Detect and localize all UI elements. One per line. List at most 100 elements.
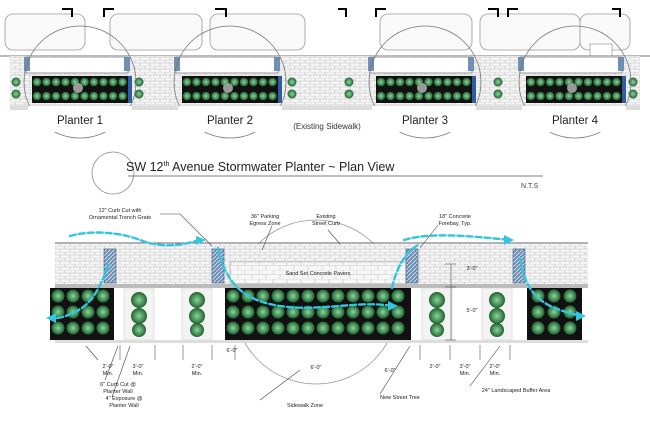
plant-icon — [386, 77, 395, 87]
plant-icon — [395, 91, 405, 101]
plant-icon — [433, 91, 443, 101]
plant-icon — [564, 91, 574, 101]
plant-icon — [545, 77, 555, 87]
plant-icon — [258, 77, 268, 87]
plant-icon — [346, 305, 360, 319]
plant-icon — [531, 305, 545, 319]
plant-icon — [230, 91, 239, 101]
plant-icon — [192, 77, 201, 87]
plant-icon — [433, 77, 443, 87]
plant-icon — [66, 321, 80, 335]
plant-icon — [424, 91, 433, 101]
plant-icon — [628, 89, 638, 99]
plant-icon — [376, 305, 390, 319]
plant-icon — [361, 321, 375, 335]
dimension-lines — [119, 263, 511, 360]
plant-icon — [256, 321, 270, 335]
plant-icon — [51, 321, 65, 335]
drain-icon — [417, 83, 427, 93]
dim-min-b: Min. — [133, 371, 144, 377]
plant-icon — [256, 289, 270, 303]
plant-icon — [316, 305, 330, 319]
plant-icon — [612, 77, 621, 87]
plant-icon — [11, 89, 21, 99]
plant-icon — [271, 321, 285, 335]
plant-icon — [286, 305, 300, 319]
plant-icon — [574, 91, 583, 101]
plant-icon — [131, 292, 147, 308]
plant-icon — [182, 91, 192, 101]
plant-icon — [96, 305, 110, 319]
plant-icon — [555, 77, 564, 87]
planter-3-label: Planter 3 — [402, 115, 448, 127]
dim-3-0-b: 3'-0" — [460, 364, 471, 370]
plant-icon — [51, 289, 65, 303]
plant-icon — [134, 89, 144, 99]
plant-icon — [452, 77, 462, 87]
plant-icon — [361, 305, 375, 319]
plant-icon — [547, 321, 561, 335]
plant-icon — [256, 305, 270, 319]
trench-grate-1 — [103, 248, 117, 284]
plant-icon — [547, 289, 561, 303]
plant-icon — [628, 77, 638, 87]
plant-icon — [429, 308, 445, 324]
plant-icon — [602, 91, 612, 101]
key-plan: Planter 1 Planter 2 Planter 3 Planter 4 … — [0, 8, 650, 139]
buffer-plants — [131, 292, 505, 337]
plant-icon — [452, 91, 462, 101]
plant-icon — [249, 77, 258, 87]
callout-sidewalk-zone: Sidewalk Zone — [287, 403, 323, 409]
parked-cars — [4, 13, 631, 51]
plant-icon — [583, 91, 593, 101]
callout-exposure: 4" Exposure @Planter Wall — [106, 396, 143, 409]
plant-icon — [131, 308, 147, 324]
plant-icon — [287, 77, 297, 87]
plant-icon — [391, 321, 405, 335]
plant-icon — [118, 91, 127, 101]
plant-icon — [344, 77, 354, 87]
plant-icon — [316, 321, 330, 335]
plant-icon — [555, 91, 564, 101]
plant-icon — [286, 289, 300, 303]
plant-icon — [32, 91, 42, 101]
planter-2-label: Planter 2 — [207, 115, 253, 127]
plant-icon — [526, 77, 536, 87]
callout-leaders — [85, 213, 501, 401]
plant-icon — [226, 289, 240, 303]
key-plan-circles — [23, 25, 632, 139]
plant-icon — [287, 89, 297, 99]
plant-icon — [612, 91, 621, 101]
dim-6-0-b: 6'-0" — [311, 365, 322, 371]
plant-icon — [134, 77, 144, 87]
plant-icon — [258, 91, 268, 101]
plant-icon — [376, 77, 386, 87]
plant-icon — [268, 91, 277, 101]
dim-6-0-c: 6'-0" — [385, 368, 396, 374]
page-title: SW 12th Avenue Stormwater Planter ~ Plan… — [126, 160, 395, 174]
plant-icon — [108, 77, 118, 87]
plant-icon — [430, 323, 444, 337]
callout-pavers: Sand Set Concrete Pavers — [285, 271, 350, 277]
plant-icon — [563, 321, 577, 335]
plant-icon — [80, 77, 89, 87]
plant-icon — [70, 91, 80, 101]
plant-icon — [42, 77, 51, 87]
plant-icon — [241, 305, 255, 319]
plant-icon — [201, 91, 211, 101]
drain-icon — [567, 83, 577, 93]
plant-icon — [271, 305, 285, 319]
plant-icon — [211, 77, 220, 87]
plant-icon — [583, 77, 593, 87]
plant-icon — [239, 77, 249, 87]
plant-icon — [32, 77, 42, 87]
plant-icon — [405, 91, 414, 101]
callout-curb-cut-wall: 6" Curb Cut @Planter Wall — [100, 382, 136, 395]
plant-icon — [376, 289, 390, 303]
detail-plants — [51, 289, 577, 335]
title-block: SW 12th Avenue Stormwater Planter ~ Plan… — [91, 151, 543, 195]
dim-3-0-a: 3'-0" — [133, 364, 144, 370]
dim-min-c: Min. — [192, 371, 203, 377]
plant-icon — [489, 292, 505, 308]
plant-icon — [61, 77, 70, 87]
